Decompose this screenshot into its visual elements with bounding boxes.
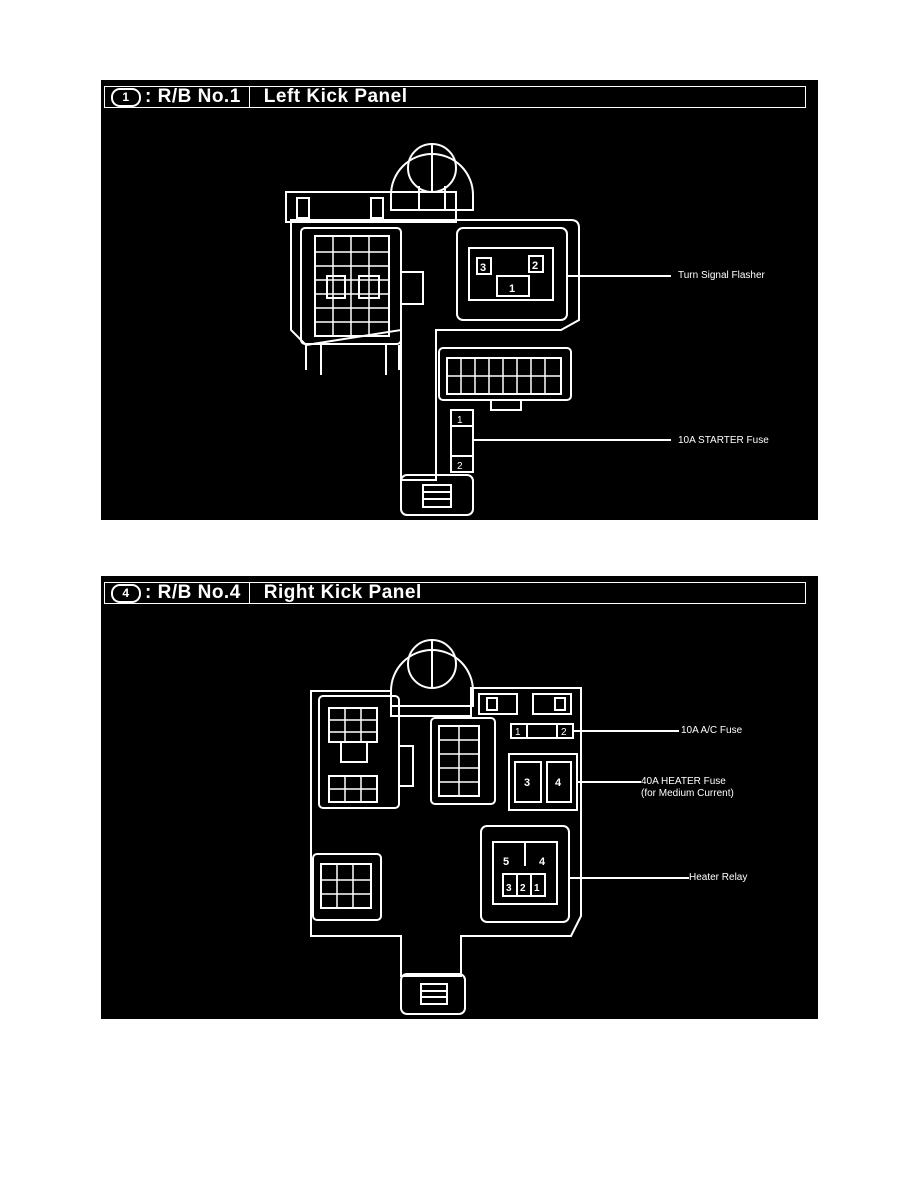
flasher-terminal-3: 3 (480, 262, 486, 274)
fuse-terminal-1: 1 (457, 415, 463, 426)
callout-heater-fuse: 40A HEATER Fuse (641, 776, 726, 787)
panel-location: Left Kick Panel (263, 86, 408, 107)
flasher-terminal-2: 2 (532, 260, 538, 272)
main-housing (310, 687, 582, 977)
top-tab-strip (285, 191, 457, 223)
relay-block-4-drawing (310, 639, 689, 1015)
relay-terminal-1: 1 (534, 883, 540, 894)
lower-connector-outer (438, 347, 572, 401)
panel-header: 1 : R/B No.1 Left Kick Panel (104, 86, 806, 108)
heater-relay-outer (480, 825, 570, 923)
heater-fuse (514, 761, 542, 803)
panel-code: R/B No.4 (157, 582, 241, 603)
relay-terminal-3: 3 (506, 883, 512, 894)
relay-terminal-2: 2 (520, 883, 526, 894)
bottom-connector (400, 474, 474, 516)
panel-code: R/B No.1 (157, 86, 241, 107)
flasher-terminal-1: 1 (509, 283, 515, 295)
panel-number-badge: 1 (111, 87, 141, 107)
relay-block-1-terminals: 3 2 1 1 2 (457, 260, 538, 472)
flasher-socket (468, 247, 554, 301)
lower-left-connector (312, 853, 382, 921)
panel-location: Right Kick Panel (263, 582, 422, 603)
bottom-connector (400, 973, 466, 1015)
mount-ring (390, 153, 474, 211)
relay-block-4-diagram: 4 : R/B No.4 Right Kick Panel (101, 576, 818, 1019)
relay-block-1-drawing (285, 143, 671, 516)
panel-header: 4 : R/B No.4 Right Kick Panel (104, 582, 806, 604)
main-housing (290, 219, 580, 481)
ac-fuse-terminal-1: 1 (515, 727, 521, 738)
colon: : (145, 86, 158, 107)
callout-turn-signal-flasher: Turn Signal Flasher (678, 270, 765, 281)
callout-heater-fuse-note: (for Medium Current) (641, 788, 734, 799)
heater-fuse-terminal-4: 4 (555, 777, 562, 789)
callout-heater-relay: Heater Relay (689, 872, 748, 883)
fuse-terminal-2: 2 (457, 461, 463, 472)
panel-number-badge: 4 (111, 583, 141, 603)
heater-fuse-terminal-3: 3 (524, 777, 530, 789)
panel-id: 4 : R/B No.4 (105, 582, 250, 603)
callout-starter-fuse: 10A STARTER Fuse (678, 435, 769, 446)
relay-terminal-5: 5 (503, 856, 509, 868)
colon: : (145, 582, 158, 603)
relay-terminal-4: 4 (539, 856, 546, 868)
middle-connector (430, 717, 496, 805)
mount-ring (390, 649, 474, 707)
callout-ac-fuse: 10A A/C Fuse (681, 725, 743, 736)
relay-block-1-diagram: 1 : R/B No.1 Left Kick Panel (101, 80, 818, 520)
ac-fuse-terminal-2: 2 (561, 727, 567, 738)
relay-block-4-terminals: 1 2 3 4 5 4 3 2 1 (503, 727, 567, 894)
panel-id: 1 : R/B No.1 (105, 86, 250, 107)
flasher-socket-outer (456, 227, 568, 321)
